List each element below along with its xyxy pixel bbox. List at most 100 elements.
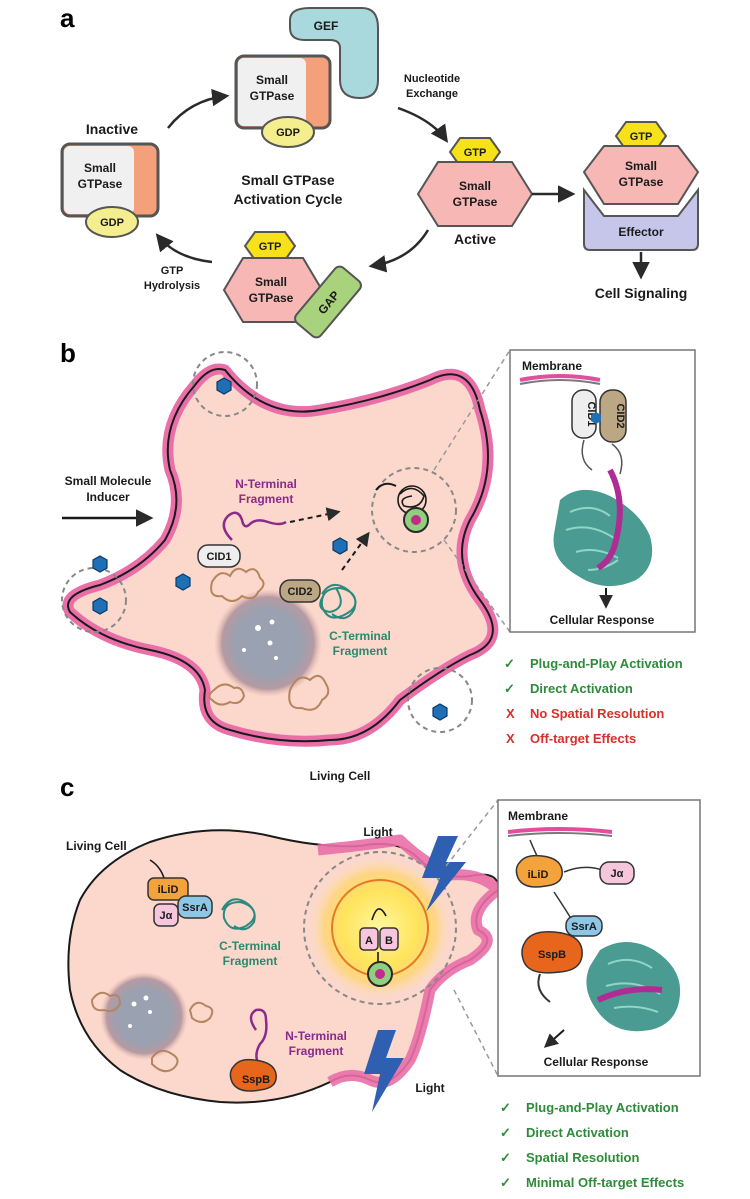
feature-c-1-text: Direct Activation: [526, 1125, 629, 1140]
active-gtpase: GTP Small GTPase Active: [416, 137, 534, 247]
lightning-top-icon: [422, 836, 466, 912]
n-terminal-label-line2: Fragment: [239, 492, 294, 506]
ja-label-c: Jα: [160, 910, 173, 922]
effector-gtpase-line2: GTPase: [619, 175, 664, 189]
gap-gtpase-line1: Small: [255, 275, 287, 289]
a-label: A: [365, 935, 373, 947]
cid1-b: [197, 544, 241, 568]
panel-letter-b: b: [60, 338, 76, 368]
effector-label: Effector: [618, 225, 664, 239]
nucleotide-exchange-line1: Nucleotide: [404, 73, 460, 85]
cid2-b-label: CID2: [287, 586, 312, 598]
ssra-label-inset: SsrA: [571, 921, 597, 933]
cid2-b: [279, 579, 321, 603]
ssra-label-c: SsrA: [182, 902, 208, 914]
ja-label-inset: Jα: [611, 868, 624, 880]
cid1-b-label: CID1: [206, 551, 231, 563]
features-b: ✓ Plug-and-Play Activation ✓ Direct Acti…: [504, 656, 683, 746]
panel-letter-c: c: [60, 772, 74, 802]
gef-gdp: GDP: [276, 127, 300, 139]
panel-letter-a: a: [60, 3, 75, 33]
ilid-label-inset: iLiD: [528, 869, 549, 881]
light-bottom-label: Light: [415, 1081, 444, 1095]
living-cell-b: Living Cell: [310, 769, 371, 783]
nucleotide-exchange-line2: Exchange: [406, 88, 458, 100]
feature-b-3-text: Off-target Effects: [530, 731, 636, 746]
active-gtpase-line2: GTPase: [453, 195, 498, 209]
inactive-gtpase-line1: Small: [84, 161, 116, 175]
inducer-line2: Inducer: [86, 490, 130, 504]
c-terminal-label-line2: Fragment: [333, 644, 388, 658]
assembled-complex-b: [375, 482, 429, 533]
feature-b-3-mark: X: [506, 731, 515, 746]
living-cell-c: Living Cell: [66, 839, 127, 853]
lightning-bottom-icon: [364, 1030, 404, 1112]
b-label: B: [385, 935, 393, 947]
inactive-label: Inactive: [86, 121, 138, 137]
cellular-response-b: Cellular Response: [550, 613, 655, 627]
gef-complex: GEF Small GTPase GDP Nucleotide Exchange: [234, 7, 460, 148]
membrane-c: Membrane: [508, 809, 568, 823]
gap-gtp: GTP: [259, 241, 282, 253]
c-terminal-label-c-line1: C-Terminal: [219, 939, 281, 953]
n-terminal-label-c-line1: N-Terminal: [285, 1029, 347, 1043]
gtp-hydrolysis-line1: GTP: [161, 265, 184, 277]
inducer-line1: Small Molecule: [65, 474, 152, 488]
golgi-b: [208, 567, 330, 711]
gef-gtpase-line2: GTPase: [250, 89, 295, 103]
effector-gtpase-line1: Small: [625, 159, 657, 173]
gef-label: GEF: [314, 19, 339, 33]
cycle-arrows: [155, 88, 576, 273]
protein-structure-c: [586, 942, 681, 1032]
feature-b-0-text: Plug-and-Play Activation: [530, 656, 683, 671]
c-terminal-label-c-line2: Fragment: [223, 954, 278, 968]
gap-complex: GTP Small GTPase GAP GTP Hydrolysis: [144, 231, 362, 339]
inactive-gtpase: Inactive Small GTPase GDP: [60, 121, 160, 238]
cell-signaling-label: Cell Signaling: [595, 285, 688, 301]
light-top-label: Light: [363, 825, 392, 839]
cid2-inset-label: CID2: [614, 403, 626, 428]
inactive-gtpase-line2: GTPase: [78, 177, 123, 191]
small-molecules-b: [92, 377, 448, 721]
gap-gtpase-line2: GTPase: [249, 291, 294, 305]
n-terminal-label-c-line2: Fragment: [289, 1044, 344, 1058]
panel-b: b Small Molecule: [60, 338, 696, 783]
feature-b-1-text: Direct Activation: [530, 681, 633, 696]
feature-c-3-text: Minimal Off-target Effects: [526, 1175, 684, 1190]
panel-a: a Inactive Small GTPase GDP GEF Small GT…: [60, 3, 700, 339]
inset-c: Membrane iLiD Jα SsrA SspB Cellular Resp…: [445, 799, 701, 1077]
ilid-complex: iLiD SsrA Jα: [147, 859, 213, 927]
c-terminal-fragment-b: [319, 583, 357, 620]
feature-b-0-mark: ✓: [504, 656, 515, 671]
light-glow: [310, 858, 450, 998]
inset-b: Membrane CID1 CID2 Cellular Response: [433, 349, 696, 633]
ab-complex: A B: [359, 908, 399, 987]
cycle-title-line1: Small GTPase: [241, 172, 335, 188]
n-terminal-fragment-c: [249, 1008, 268, 1065]
active-gtpase-line1: Small: [459, 179, 491, 193]
feature-b-2-text: No Spatial Resolution: [530, 706, 664, 721]
cellular-response-c: Cellular Response: [544, 1055, 649, 1069]
feature-c-2-mark: ✓: [500, 1150, 511, 1165]
feature-c-0-mark: ✓: [500, 1100, 511, 1115]
feature-c-0-text: Plug-and-Play Activation: [526, 1100, 679, 1115]
feature-b-1-mark: ✓: [504, 681, 515, 696]
feature-b-2-mark: X: [506, 706, 515, 721]
inactive-gdp: GDP: [100, 217, 124, 229]
n-terminal-label-line1: N-Terminal: [235, 477, 297, 491]
sspb-c: [229, 1058, 277, 1092]
active-gtp: GTP: [464, 147, 487, 159]
n-terminal-fragment-b: [222, 511, 287, 541]
ilid-label-c: iLiD: [158, 884, 179, 896]
feature-c-2-text: Spatial Resolution: [526, 1150, 639, 1165]
protein-structure-b: [553, 468, 653, 587]
feature-c-1-mark: ✓: [500, 1125, 511, 1140]
c-terminal-label-line1: C-Terminal: [329, 629, 391, 643]
membrane-b: Membrane: [522, 359, 582, 373]
panel-c: c Living Cell Light Light A B iLiD: [60, 772, 701, 1190]
golgi-c: [90, 991, 214, 1073]
feature-c-3-mark: ✓: [500, 1175, 511, 1190]
sspb-label-c: SspB: [242, 1074, 270, 1086]
effector-gtp: GTP: [630, 131, 653, 143]
